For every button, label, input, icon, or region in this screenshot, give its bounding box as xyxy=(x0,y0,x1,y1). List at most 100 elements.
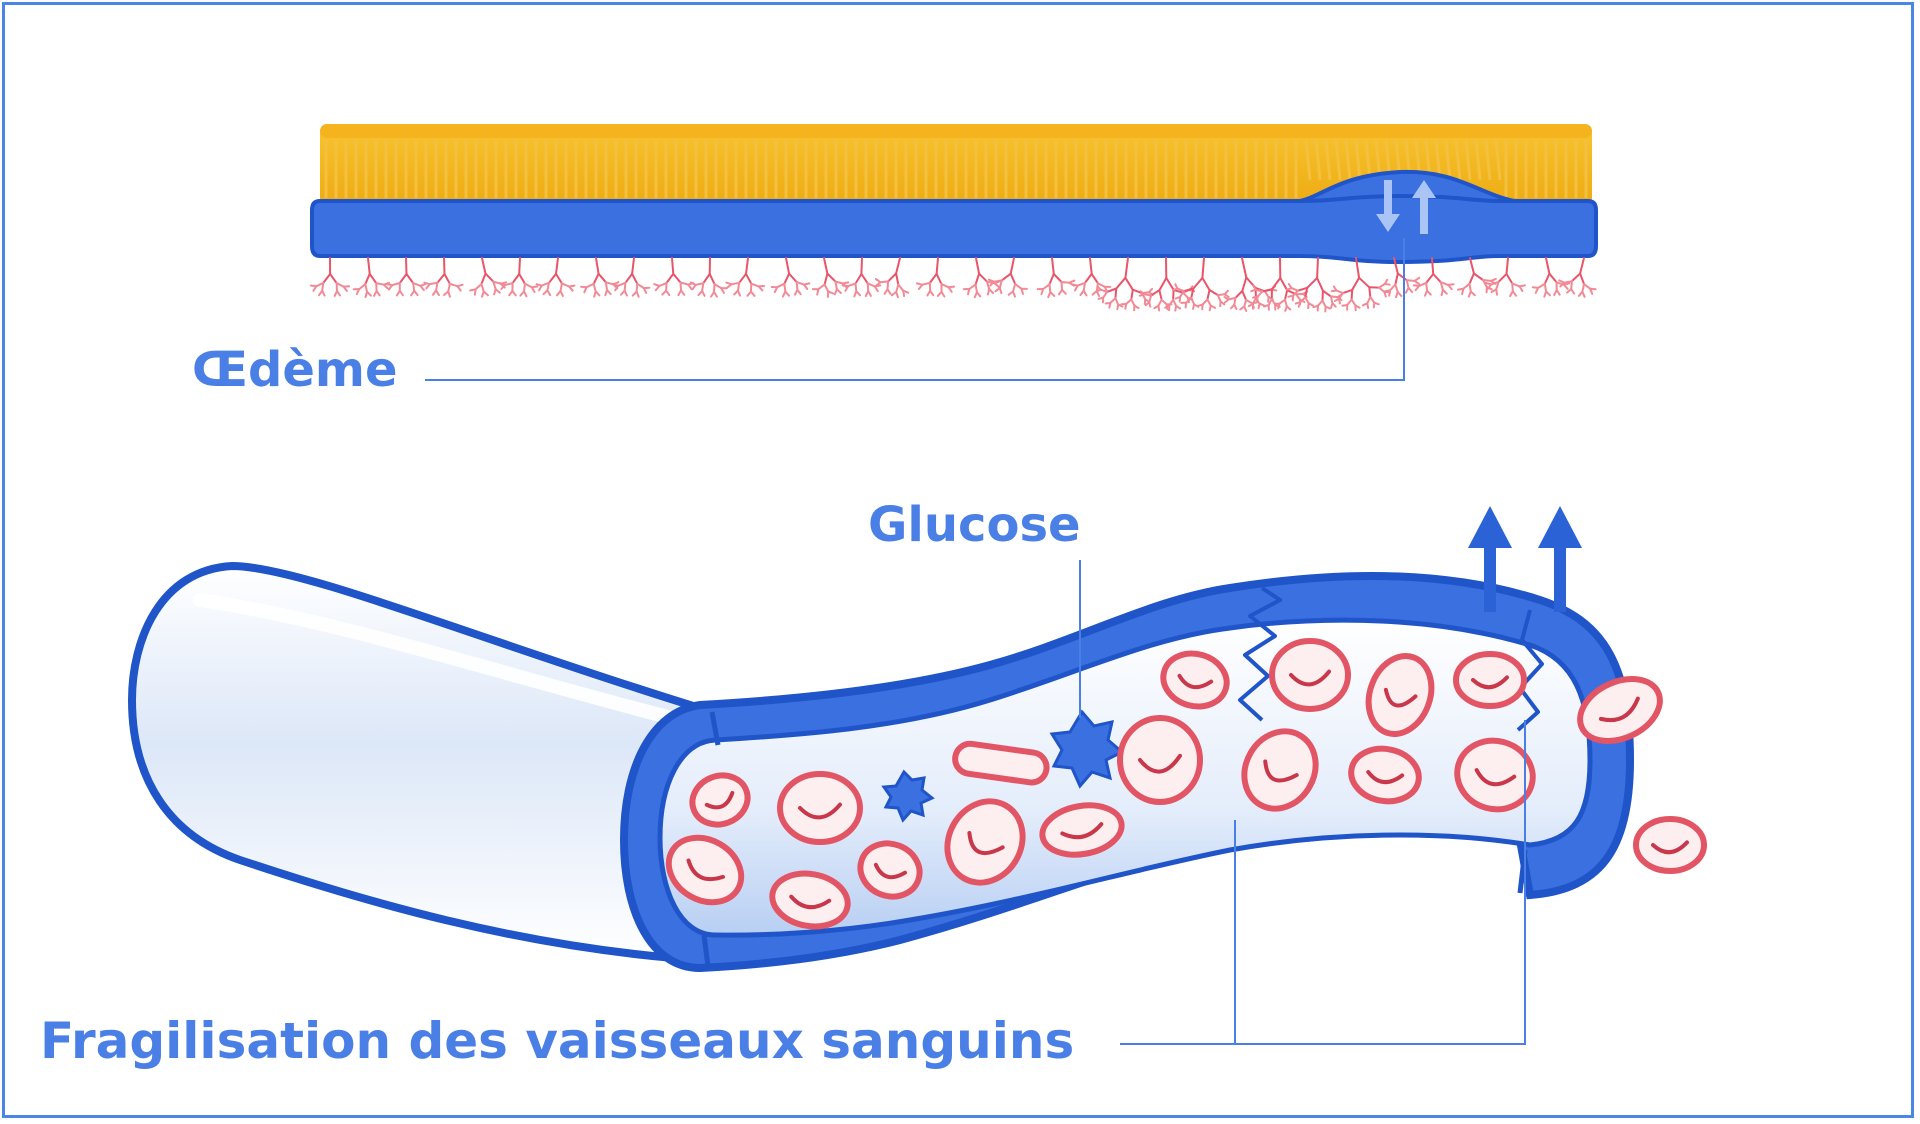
red-blood-cell-icon xyxy=(665,834,745,906)
capillary-branch xyxy=(504,282,514,286)
capillary-branch xyxy=(1509,290,1514,298)
capillary-branch xyxy=(1394,283,1399,293)
capillary-branch xyxy=(947,286,953,293)
skin-section xyxy=(309,124,1598,381)
capillary-branch xyxy=(1174,295,1182,300)
capillary-branch xyxy=(1355,257,1361,279)
capillary-branch xyxy=(1321,299,1327,308)
capillary-branch xyxy=(511,273,521,285)
capillary-branch xyxy=(1413,279,1421,286)
edema-swelling xyxy=(1289,169,1521,204)
capillary-branch xyxy=(1241,276,1248,292)
capillary-branch xyxy=(1440,288,1444,297)
capillary-branch xyxy=(1012,283,1017,293)
capillary-branch xyxy=(702,273,711,285)
capillary-branch xyxy=(783,282,787,293)
capillary-branch xyxy=(993,279,1003,283)
capillary-branch xyxy=(443,257,446,275)
capillary-branch xyxy=(1472,272,1484,281)
capillary-branch xyxy=(1009,272,1017,285)
capillary-branch xyxy=(1405,279,1410,289)
capillary-branch xyxy=(826,272,837,283)
capillary-branch xyxy=(1243,299,1248,308)
edema-leader-line xyxy=(425,238,1405,381)
glucose-molecule-icon xyxy=(1049,709,1125,789)
capillary-branch xyxy=(1157,298,1163,307)
capillary-branch xyxy=(518,257,521,275)
capillary-branch xyxy=(309,284,318,288)
capillary-branch xyxy=(1284,289,1289,301)
capillary-branch xyxy=(555,272,563,285)
capillary-branch xyxy=(1042,283,1051,290)
capillary-branch xyxy=(315,281,325,288)
capillary-branch xyxy=(1292,289,1299,297)
capillary-branch xyxy=(1304,296,1310,305)
capillary-branch xyxy=(1378,286,1386,293)
capillary-branch xyxy=(333,289,338,297)
capillary-branch xyxy=(1312,304,1319,309)
capillary-branch xyxy=(1197,303,1204,307)
capillary-branch xyxy=(1144,301,1151,307)
red-blood-cell-icon xyxy=(1039,802,1125,858)
capillary-branch xyxy=(1329,295,1339,299)
red-blood-cells xyxy=(665,638,1707,930)
capillary-branch xyxy=(697,289,704,297)
capillary-branch xyxy=(559,282,563,293)
capillary-branch xyxy=(897,283,905,292)
capillary-branch xyxy=(329,273,338,285)
capillary-branch xyxy=(895,283,900,293)
capillary-branch xyxy=(1241,290,1248,301)
capillary-branch xyxy=(1104,301,1112,305)
capillary-branch xyxy=(1201,276,1211,291)
capillary-branch xyxy=(1543,272,1551,285)
vessel-wall-joint xyxy=(709,711,721,746)
capillary-branch xyxy=(1396,272,1408,282)
capillary-branch xyxy=(1208,304,1212,312)
capillary-branch xyxy=(493,288,497,296)
red-blood-cell-icon xyxy=(1453,651,1527,709)
capillary-branch xyxy=(776,282,786,289)
capillary-branch xyxy=(886,280,890,291)
capillary-branch xyxy=(1378,282,1386,289)
capillary-branch xyxy=(1089,257,1093,275)
capillary-branch xyxy=(556,290,562,297)
capillary-branch xyxy=(1096,285,1102,291)
capillary-branch xyxy=(382,283,389,290)
epidermis-cell-line xyxy=(1324,139,1332,181)
capillary-branch xyxy=(1469,257,1475,275)
capillary-branch xyxy=(1583,283,1592,290)
capillary-branch xyxy=(730,281,741,286)
epidermis-cell-line xyxy=(1334,139,1342,181)
capillary-branch xyxy=(508,289,514,297)
capillary-branch xyxy=(1341,288,1354,295)
capillary-branch xyxy=(1369,296,1376,304)
capillary-branch xyxy=(1425,273,1435,284)
capillary-branch xyxy=(1216,293,1226,297)
capillary-branch xyxy=(568,285,574,292)
capillary-branch xyxy=(484,272,495,283)
capillary-branch xyxy=(1190,297,1196,306)
capillary-branch xyxy=(973,291,978,299)
capillary-branch xyxy=(788,272,798,283)
capillary-branch xyxy=(783,272,791,285)
capillary-branch xyxy=(423,281,431,286)
capillary-branch xyxy=(974,272,981,286)
capillary-branch xyxy=(708,273,716,286)
capillary-branch xyxy=(993,282,1000,288)
capillary-branch xyxy=(998,279,1003,289)
capillary-branch xyxy=(597,272,607,284)
capillary-branch xyxy=(431,289,438,296)
capillary-branch xyxy=(928,272,938,284)
capillary-branch xyxy=(854,282,858,293)
capillary-branch xyxy=(523,282,526,293)
capillary-branch xyxy=(1467,290,1472,298)
capillary-branch xyxy=(595,257,600,275)
vessel-wall-joint xyxy=(701,934,711,967)
capillary-branch xyxy=(915,282,924,286)
capillary-branch xyxy=(803,283,809,290)
capillary-branch xyxy=(1124,257,1129,279)
capillary-branch xyxy=(1000,272,1012,282)
capillary-branch xyxy=(412,282,416,292)
epidermis-cell-line xyxy=(1474,139,1482,181)
capillary-branch xyxy=(1263,290,1270,298)
